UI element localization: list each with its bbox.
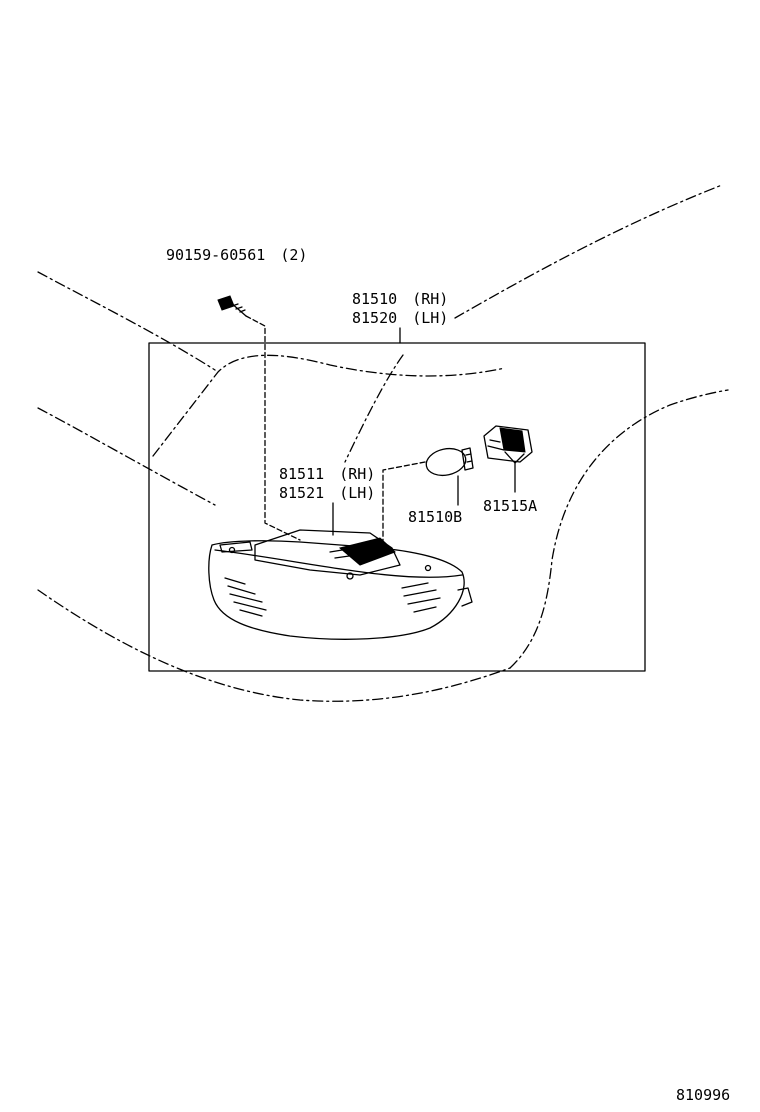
bulb-icon[interactable] [424,445,474,479]
label-screw[interactable]: 90159-60561 (2) [166,246,307,264]
phantom-line-bumper-top [37,407,216,506]
leader-screw [245,315,301,541]
leader-lines [245,315,516,546]
lamp-housing-back [254,529,401,576]
label-bulb[interactable]: 81510B [408,508,462,526]
phantom-line-grille-ridge [344,354,404,463]
phantom-line-fender-top [454,184,723,319]
lamp-mount-tab [457,587,473,607]
turn-signal-lamp-drawing[interactable] [208,529,473,640]
phantom-line-bumper-lower [37,589,511,702]
part-labels: 90159-60561 (2) 81510 (RH) 81520 (LH) 81… [166,246,730,1104]
lamp-lens-face [214,549,463,578]
label-lamp-lh[interactable]: 81520 (LH) [352,309,448,327]
phantom-line-wheel-arch [509,389,729,669]
phantom-line-hood-left [37,271,216,371]
vehicle-outline [37,184,729,702]
label-socket[interactable]: 81515A [483,497,537,515]
socket-icon[interactable] [483,425,533,464]
label-lens-lh[interactable]: 81521 (LH) [279,484,375,502]
lamp-outer-shell [208,540,465,640]
diagram-id: 810996 [676,1086,730,1104]
screw-icon[interactable] [217,295,247,317]
label-lens-rh[interactable]: 81511 (RH) [279,465,375,483]
leader-bulb-dashed [382,461,426,546]
label-lamp-rh[interactable]: 81510 (RH) [352,290,448,308]
lens-ribs [224,577,441,617]
lamp-housing-shade [338,537,396,566]
phantom-line-hood-edge [152,354,506,457]
assembly-frame [148,342,646,672]
